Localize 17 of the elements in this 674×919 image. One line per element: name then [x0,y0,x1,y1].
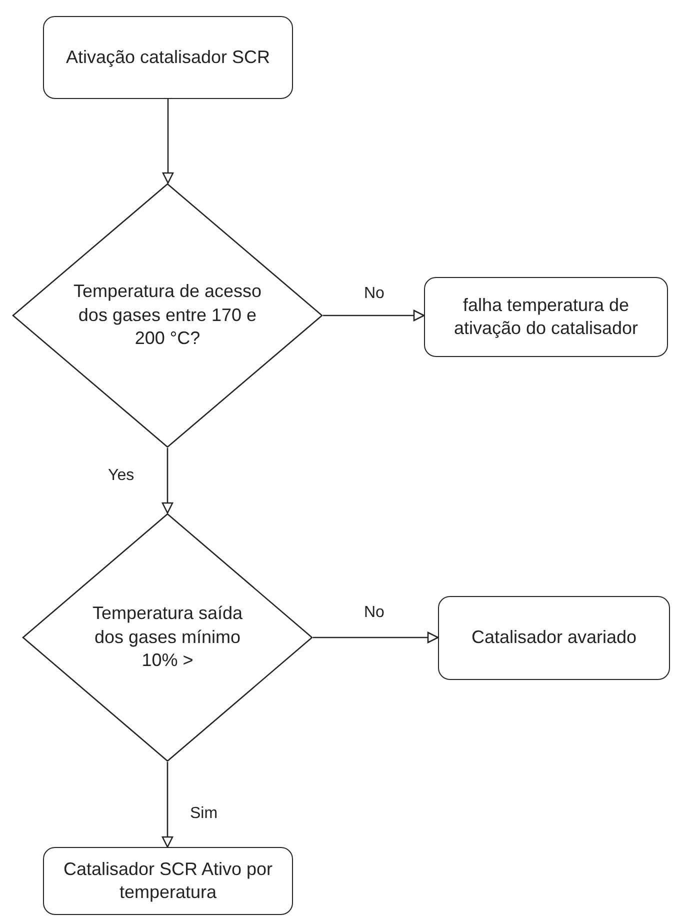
node-text: falha temperatura de ativação do catalisador [452,294,640,340]
process-box [43,16,293,99]
node-text: Catalisador SCR Ativo por temperatura [62,858,274,904]
node-text: Temperatura de acesso dos gases entre 170 e 200 °C? [72,280,262,350]
arrow [313,632,439,644]
node-text: Ativação catalisador SCR [66,46,270,69]
node-text: Catalisador avariado [471,626,637,650]
arrow [162,99,174,184]
arrow [323,310,425,322]
decision-diamond [12,183,323,448]
arrow [162,762,174,848]
arrow [162,448,174,514]
process-box [43,847,293,915]
decision-diamond [22,513,313,762]
process-box [438,596,670,680]
process-box [424,277,668,357]
node-text: Temperatura saída dos gases mínimo 10% > [91,602,244,672]
